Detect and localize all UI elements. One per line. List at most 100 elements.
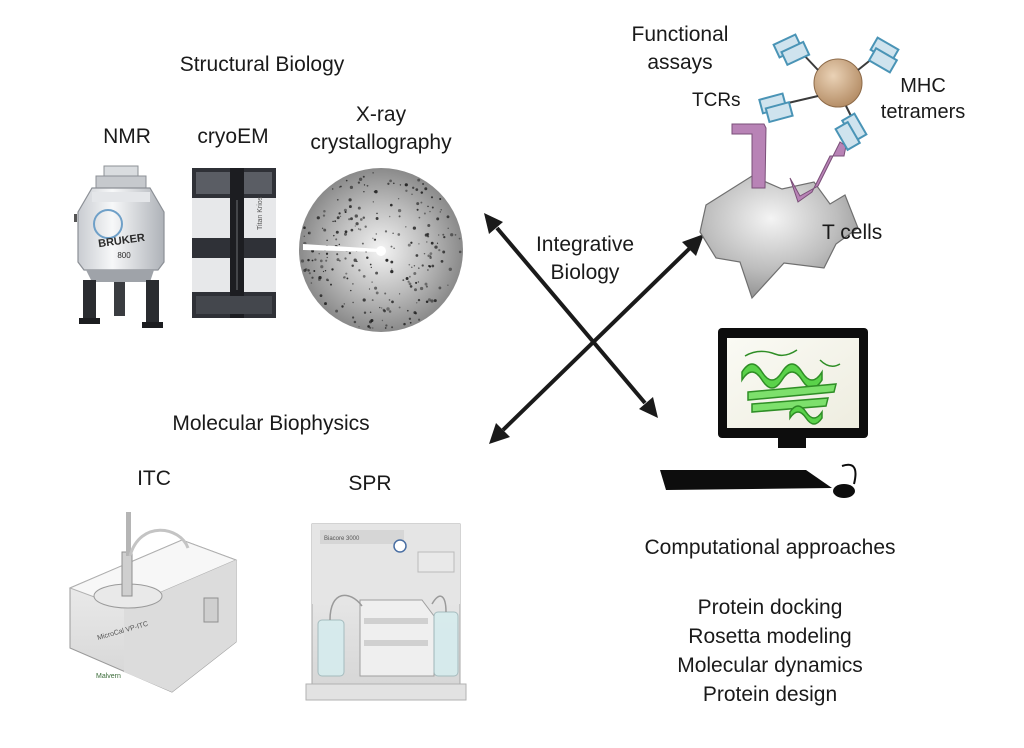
diffraction-spot [446,215,450,219]
diffraction-spot [409,321,412,324]
diffraction-spot [322,270,325,273]
diffraction-spot [416,202,420,206]
diffraction-spot [439,211,442,213]
spr-model-label: Biacore 3000 [324,536,360,542]
diffraction-spot [398,215,401,218]
diffraction-spot [375,271,379,275]
diffraction-spot [418,243,420,245]
diffraction-spot [344,230,348,234]
diffraction-spot [362,275,366,278]
diffraction-spot [304,268,308,271]
diffraction-spot [407,280,410,283]
method-rosetta-modeling: Rosetta modeling [688,625,852,648]
diffraction-spot [411,193,413,195]
diffraction-spot [375,233,378,235]
structural-biology-title: Structural Biology [179,53,345,76]
arrow-biophysics-to-functional [501,246,692,432]
diffraction-spot [363,190,365,193]
diffraction-spot [458,250,462,254]
diffraction-spot [434,245,438,249]
diffraction-spot [311,259,314,262]
diffraction-spot [413,272,417,275]
diffraction-spot [431,206,434,209]
diffraction-spot [323,228,327,232]
diffraction-spot [324,302,327,306]
diffraction-spot [375,217,379,220]
diffraction-spot [384,292,387,295]
diffraction-spot [321,227,324,230]
diffraction-spot [436,242,439,244]
diffraction-spot [440,209,442,211]
diffraction-spot [333,234,335,237]
diffraction-spot [448,267,452,271]
diffraction-spot [310,282,313,284]
diffraction-spot [417,298,421,302]
diffraction-spot [341,305,344,308]
diffraction-spot [405,226,407,228]
diffraction-spot [415,281,418,284]
spr-instrument: Biacore 3000 [305,523,467,701]
diffraction-spot [324,270,327,272]
diffraction-spot [361,242,364,245]
diffraction-spot [385,324,388,327]
functional-assays-line1: Functional [631,23,729,46]
diffraction-spot [418,318,421,321]
diffraction-spot [323,210,326,213]
diffraction-spot [307,258,310,262]
diffraction-spot [353,320,357,324]
diffraction-spot [326,256,328,259]
diffraction-spot [458,237,461,240]
diffraction-spot [308,272,311,275]
diffraction-spot [415,188,419,191]
diffraction-spot [383,309,386,313]
diffraction-spot [427,254,430,258]
diffraction-spot [348,218,351,221]
diffraction-spot [397,198,400,200]
diffraction-spot [322,214,326,217]
diffraction-spot [406,309,409,312]
diffraction-spot [335,238,338,241]
diffraction-spot [424,187,428,191]
diffraction-spot [381,319,384,322]
diffraction-spot [408,263,411,266]
diffraction-spot [390,245,393,248]
diffraction-spot [317,278,321,281]
diffraction-spot [369,263,372,266]
diffraction-spot [331,268,334,271]
arrow-structural-to-computational [495,226,647,405]
itc-maker-label: Malvern [96,673,121,680]
diffraction-spot [442,250,446,254]
diffraction-spot [316,216,320,220]
diffraction-spot [367,325,370,328]
diffraction-spot [325,252,329,255]
diffraction-spot [427,298,431,302]
xray-label-line2: crystallography [310,131,452,154]
diffraction-spot [447,284,449,286]
diffraction-spot [384,230,388,233]
diffraction-spot [369,326,372,329]
diffraction-spot [326,239,328,242]
diffraction-spot [414,288,417,292]
diffraction-spot [388,215,391,218]
integrative-biology-line2: Biology [550,261,620,284]
diffraction-spot [388,299,391,301]
tcells-label: T cells [822,221,883,244]
diffraction-spot [443,235,446,239]
diffraction-spot [352,283,354,285]
diffraction-spot [386,307,390,311]
diffraction-spot [411,266,413,269]
cryoem-label: cryoEM [197,125,269,148]
diffraction-spot [450,233,454,237]
diffraction-spot [404,183,408,187]
diffraction-spot [362,175,365,178]
diffraction-spot [359,228,362,231]
diffraction-spot [343,277,345,279]
diffraction-spot [429,252,433,255]
diffraction-spot [352,301,354,304]
diffraction-spot [338,212,341,215]
diffraction-spot [415,302,418,304]
integrative-biology-line1: Integrative [535,233,635,256]
diffraction-spot [392,182,395,185]
diffraction-spot [413,311,417,315]
